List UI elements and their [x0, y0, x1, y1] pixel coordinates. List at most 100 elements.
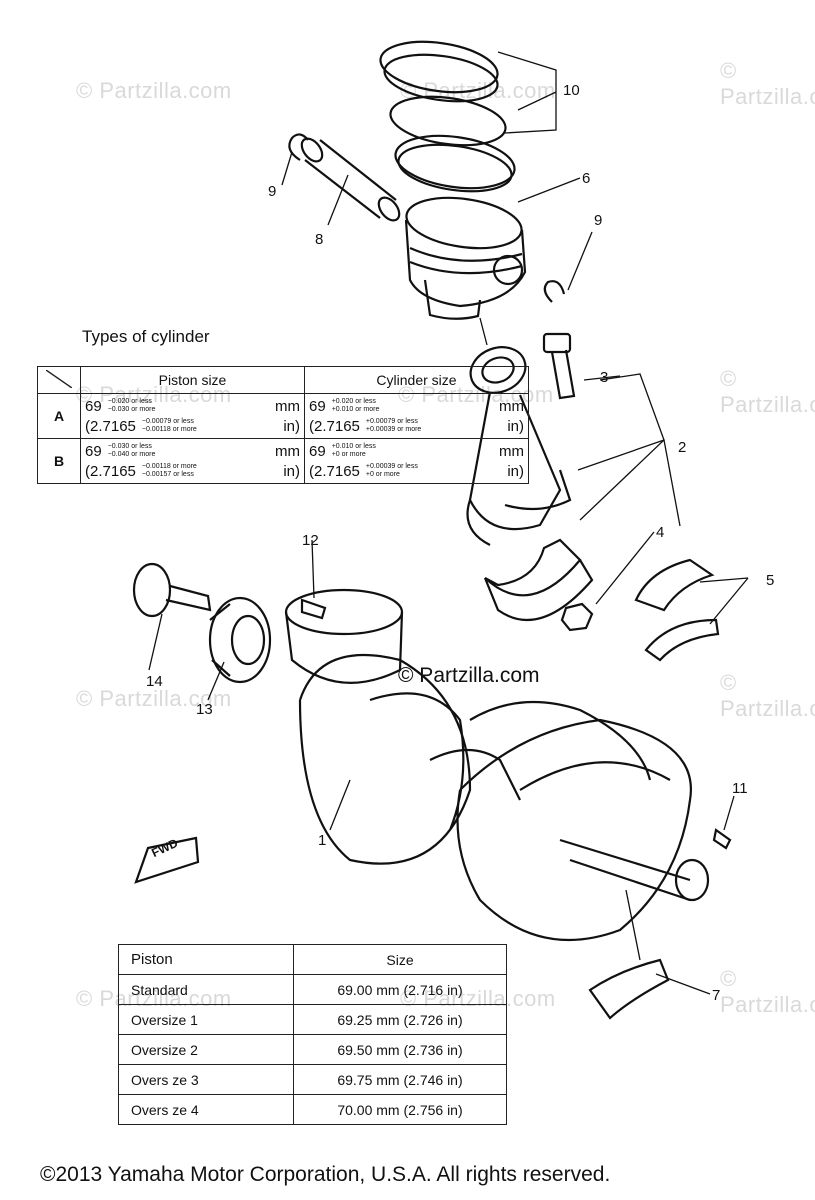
main-bearing	[588, 958, 670, 1020]
tolerance: −0.030 or less	[107, 443, 152, 450]
piston-grade: Oversize 1	[118, 1004, 294, 1035]
tolerance: +0 or more	[365, 471, 400, 478]
unit-in: in)	[283, 462, 300, 480]
piston-size-cell: 69 −0.020 or less−0.030 or more mm (2.71…	[80, 393, 305, 439]
piston-size-cell: 69 −0.030 or less−0.040 or more mm (2.71…	[80, 438, 305, 484]
grade-label: A	[37, 393, 81, 439]
piston-grade: Overs ze 4	[118, 1094, 294, 1125]
cylinder-table: Piston size Cylinder size A 69 −0.020 or…	[37, 366, 529, 484]
watermark: © Partzilla.com	[720, 366, 815, 417]
tolerance: −0.00118 or more	[141, 463, 197, 470]
unit-in: in)	[507, 417, 524, 435]
unit-mm: mm	[275, 397, 300, 415]
callout-8: 8	[315, 231, 324, 248]
table-row: Overs ze 3 69.75 mm (2.746 in)	[118, 1064, 507, 1095]
woodruff-key-14	[712, 828, 732, 850]
rod-bolt	[542, 332, 576, 400]
tolerance: +0.010 or more	[331, 406, 380, 413]
brand-label: © Partzilla.com	[398, 664, 540, 687]
table-row: Overs ze 4 70.00 mm (2.756 in)	[118, 1094, 507, 1125]
header-cylinder-size: Cylinder size	[304, 366, 529, 394]
callout-2: 2	[678, 439, 687, 456]
piston-ring-set	[379, 40, 516, 193]
unit-in: in)	[283, 417, 300, 435]
header-size: Size	[293, 944, 507, 975]
rod-bearings	[634, 558, 720, 662]
cylinder-table-title: Types of cylinder	[82, 327, 210, 346]
tolerance: −0.00079 or less	[141, 418, 194, 425]
rod-cap	[483, 538, 594, 622]
tolerance: +0.010 or less	[331, 443, 376, 450]
tolerance: +0.020 or less	[331, 398, 376, 405]
cylinder-size-cell: 69 +0.020 or less+0.010 or more mm (2.71…	[304, 393, 529, 439]
cylinder-mm: 69	[309, 442, 326, 460]
tolerance: −0.030 or more	[107, 406, 156, 413]
table-row: Standard 69.00 mm (2.716 in)	[118, 974, 507, 1005]
tolerance: −0.00118 or more	[141, 426, 197, 433]
table-row: Oversize 1 69.25 mm (2.726 in)	[118, 1004, 507, 1035]
piston-diameter: 69.75 mm (2.746 in)	[293, 1064, 507, 1095]
leader-lines	[148, 51, 749, 995]
tolerance: +0.00039 or more	[365, 426, 422, 433]
woodruff-key-11	[300, 598, 327, 620]
piston-grade: Overs ze 3	[118, 1064, 294, 1095]
tolerance: +0 or more	[331, 451, 366, 458]
table-row: Oversize 2 69.50 mm (2.736 in)	[118, 1034, 507, 1065]
callout-9-right: 9	[594, 212, 603, 229]
piston-in: (2.7165	[85, 417, 136, 435]
callout-13: 14	[146, 673, 163, 690]
diagonal-divider	[45, 368, 73, 389]
piston-upper	[404, 196, 527, 320]
piston-pin	[300, 137, 401, 222]
header-piston: Piston	[118, 944, 294, 975]
tolerance: −0.040 or more	[107, 451, 156, 458]
cylinder-size-cell: 69 +0.010 or less+0 or more mm (2.7165 +…	[304, 438, 529, 484]
callout-3-top: 3	[600, 369, 609, 386]
watermark: © Partzilla.com	[720, 966, 815, 1017]
gear-bolt	[132, 562, 212, 618]
unit-mm: mm	[499, 442, 524, 460]
piston-diameter: 69.50 mm (2.736 in)	[293, 1034, 507, 1065]
unit-in: in)	[507, 462, 524, 480]
tolerance: −0.00157 or less	[141, 471, 194, 478]
grade-label: B	[37, 438, 81, 484]
fwd-arrow	[134, 836, 200, 884]
callout-1: 1	[318, 832, 327, 849]
circlip-left	[288, 133, 309, 161]
watermark: © Partzilla.com	[76, 78, 232, 103]
circlip-right	[543, 280, 566, 303]
cylinder-row-b: B 69 −0.030 or less−0.040 or more mm (2.…	[37, 438, 529, 484]
corner-cell	[37, 366, 81, 394]
crankshaft	[284, 588, 710, 942]
callout-5: 5	[766, 572, 775, 589]
piston-diameter: 69.25 mm (2.726 in)	[293, 1004, 507, 1035]
piston-grade: Standard	[118, 974, 294, 1005]
piston-in: (2.7165	[85, 462, 136, 480]
watermark: © Partzilla.com	[720, 670, 815, 721]
callout-7: 10	[563, 82, 580, 99]
callout-10: 7	[712, 987, 721, 1004]
callout-11: 12	[302, 532, 319, 549]
unit-mm: mm	[275, 442, 300, 460]
callout-14: 11	[732, 780, 748, 797]
piston-diameter: 70.00 mm (2.756 in)	[293, 1094, 507, 1125]
piston-diameter: 69.00 mm (2.716 in)	[293, 974, 507, 1005]
callout-6: 6	[582, 170, 591, 187]
copyright-notice: ©2013 Yamaha Motor Corporation, U.S.A. A…	[40, 1163, 611, 1186]
cylinder-in: (2.7165	[309, 462, 360, 480]
tolerance: +0.00079 or less	[365, 418, 418, 425]
primary-gear	[208, 596, 272, 684]
callout-4: 4	[656, 524, 665, 541]
piston-grade: Oversize 2	[118, 1034, 294, 1065]
unit-mm: mm	[499, 397, 524, 415]
callout-9-left: 9	[268, 183, 277, 200]
tolerance: −0.020 or less	[107, 398, 152, 405]
cylinder-in: (2.7165	[309, 417, 360, 435]
piston-mm: 69	[85, 397, 102, 415]
oversize-table-header: Piston Size	[118, 944, 507, 975]
watermark: © Partzilla.com	[76, 686, 232, 711]
cylinder-row-a: A 69 −0.020 or less−0.030 or more mm (2.…	[37, 393, 529, 439]
callout-12: 13	[196, 701, 213, 718]
